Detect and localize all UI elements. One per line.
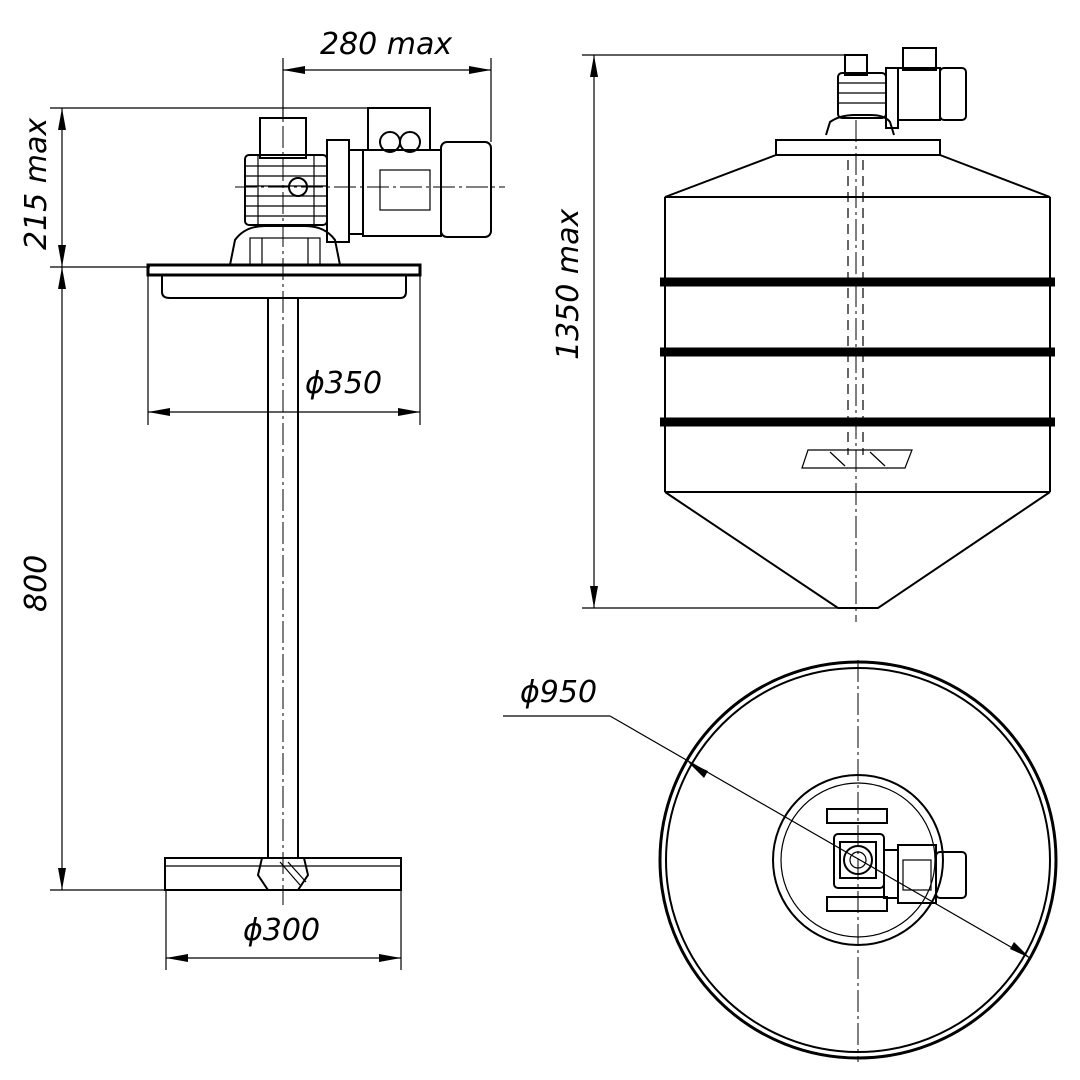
dim-shaft-length: 800 — [19, 555, 54, 612]
dim-tank-height: 1350 max — [551, 209, 586, 360]
dim-motor-width: 280 max — [320, 27, 452, 62]
mixer-side-view — [146, 60, 505, 905]
dim-flange-diameter: ϕ350 — [305, 366, 382, 401]
mixer-dimensions: 280 max 215 max 800 ϕ350 ϕ300 — [19, 27, 492, 970]
tank-top-view — [658, 660, 1058, 1062]
dim-motor-height: 215 max — [19, 118, 54, 250]
dim-impeller-diameter: ϕ300 — [243, 913, 320, 948]
top-view-dimension: ϕ950 — [503, 675, 1031, 959]
dim-tank-diameter: ϕ950 — [520, 675, 597, 710]
tank-dimensions: 1350 max — [551, 54, 845, 609]
tank-front-view — [660, 47, 1055, 622]
